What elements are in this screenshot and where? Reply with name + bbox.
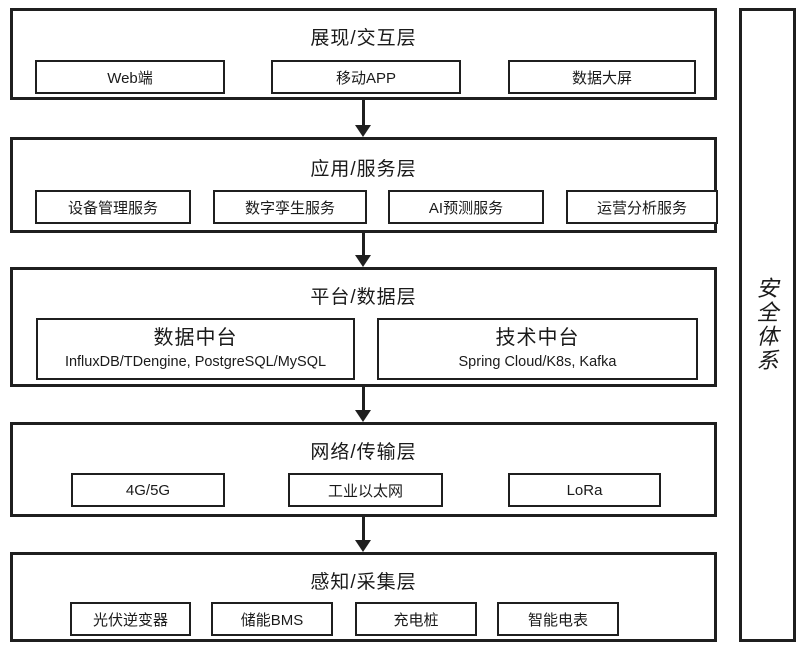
- node-data-middle-platform-subtitle: InfluxDB/TDengine, PostgreSQL/MySQL: [64, 354, 327, 371]
- node-industrial-ethernet: 工业以太网: [288, 473, 443, 507]
- node-tech-middle-platform-title: 技术中台: [495, 327, 580, 350]
- layer-application: 应用/服务层 设备管理服务 数字孪生服务 AI预测服务 运营分析服务: [10, 137, 718, 233]
- node-web-label: Web端: [107, 69, 153, 87]
- node-data-screen-label: 数据大屏: [571, 69, 632, 87]
- node-4g5g: 4G/5G: [71, 473, 225, 507]
- node-digital-twin-label: 数字孪生服务: [244, 199, 335, 217]
- node-data-middle-platform: 数据中台 InfluxDB/TDengine, PostgreSQL/MySQL: [36, 318, 355, 380]
- node-ops-analysis: 运营分析服务: [566, 190, 718, 224]
- node-digital-twin: 数字孪生服务: [213, 190, 367, 224]
- node-tech-middle-platform: 技术中台 Spring Cloud/K8s, Kafka: [377, 318, 698, 380]
- node-ops-analysis-label: 运营分析服务: [596, 199, 687, 217]
- arrow-head-icon: [355, 410, 371, 422]
- node-web: Web端: [35, 60, 225, 94]
- node-tech-middle-platform-subtitle: Spring Cloud/K8s, Kafka: [458, 354, 617, 371]
- arrow-shaft: [362, 387, 365, 410]
- arrow-shaft: [362, 100, 365, 125]
- node-storage-bms-label: 储能BMS: [240, 611, 304, 629]
- node-4g5g-label: 4G/5G: [125, 481, 171, 499]
- node-data-middle-platform-title: 数据中台: [153, 327, 238, 350]
- down-arrow: [355, 517, 372, 552]
- node-industrial-ethernet-label: 工业以太网: [327, 482, 403, 500]
- layer-title-perception: 感知/采集层: [310, 572, 417, 593]
- layer-title-application: 应用/服务层: [310, 159, 417, 180]
- node-data-screen: 数据大屏: [508, 60, 696, 94]
- node-mobile-app-label: 移动APP: [335, 69, 396, 87]
- arrow-head-icon: [355, 255, 371, 267]
- layer-network: 网络/传输层 4G/5G 工业以太网 LoRa: [10, 422, 717, 517]
- node-pv-inverter-label: 光伏逆变器: [92, 611, 168, 629]
- node-lora-label: LoRa: [566, 481, 603, 499]
- node-lora: LoRa: [508, 473, 661, 507]
- node-storage-bms: 储能BMS: [211, 602, 333, 636]
- layer-presentation: 展现/交互层 Web端 移动APP 数据大屏: [10, 8, 717, 100]
- layer-perception: 感知/采集层 光伏逆变器 储能BMS 充电桩 智能电表: [10, 552, 717, 642]
- arrow-shaft: [362, 233, 365, 255]
- down-arrow: [355, 387, 372, 422]
- node-smart-meter: 智能电表: [497, 602, 619, 636]
- down-arrow: [355, 233, 372, 267]
- arrow-head-icon: [355, 125, 371, 137]
- node-smart-meter-label: 智能电表: [527, 611, 588, 629]
- arrow-head-icon: [355, 540, 371, 552]
- layer-platform: 平台/数据层 数据中台 InfluxDB/TDengine, PostgreSQ…: [10, 267, 717, 387]
- node-device-mgmt: 设备管理服务: [35, 190, 191, 224]
- layer-title-network: 网络/传输层: [310, 442, 417, 463]
- node-ai-forecast: AI预测服务: [388, 190, 544, 224]
- node-ai-forecast-label: AI预测服务: [428, 199, 504, 217]
- node-mobile-app: 移动APP: [271, 60, 461, 94]
- layer-title-platform: 平台/数据层: [310, 287, 417, 308]
- node-pv-inverter: 光伏逆变器: [70, 602, 191, 636]
- layer-title-presentation: 展现/交互层: [310, 28, 417, 49]
- node-device-mgmt-label: 设备管理服务: [67, 199, 158, 217]
- node-charging-pile-label: 充电桩: [393, 611, 439, 629]
- arrow-shaft: [362, 517, 365, 540]
- security-system-bar: 安全体系: [739, 8, 796, 642]
- node-charging-pile: 充电桩: [355, 602, 477, 636]
- security-system-label: 安全体系: [756, 276, 779, 373]
- down-arrow: [355, 100, 372, 137]
